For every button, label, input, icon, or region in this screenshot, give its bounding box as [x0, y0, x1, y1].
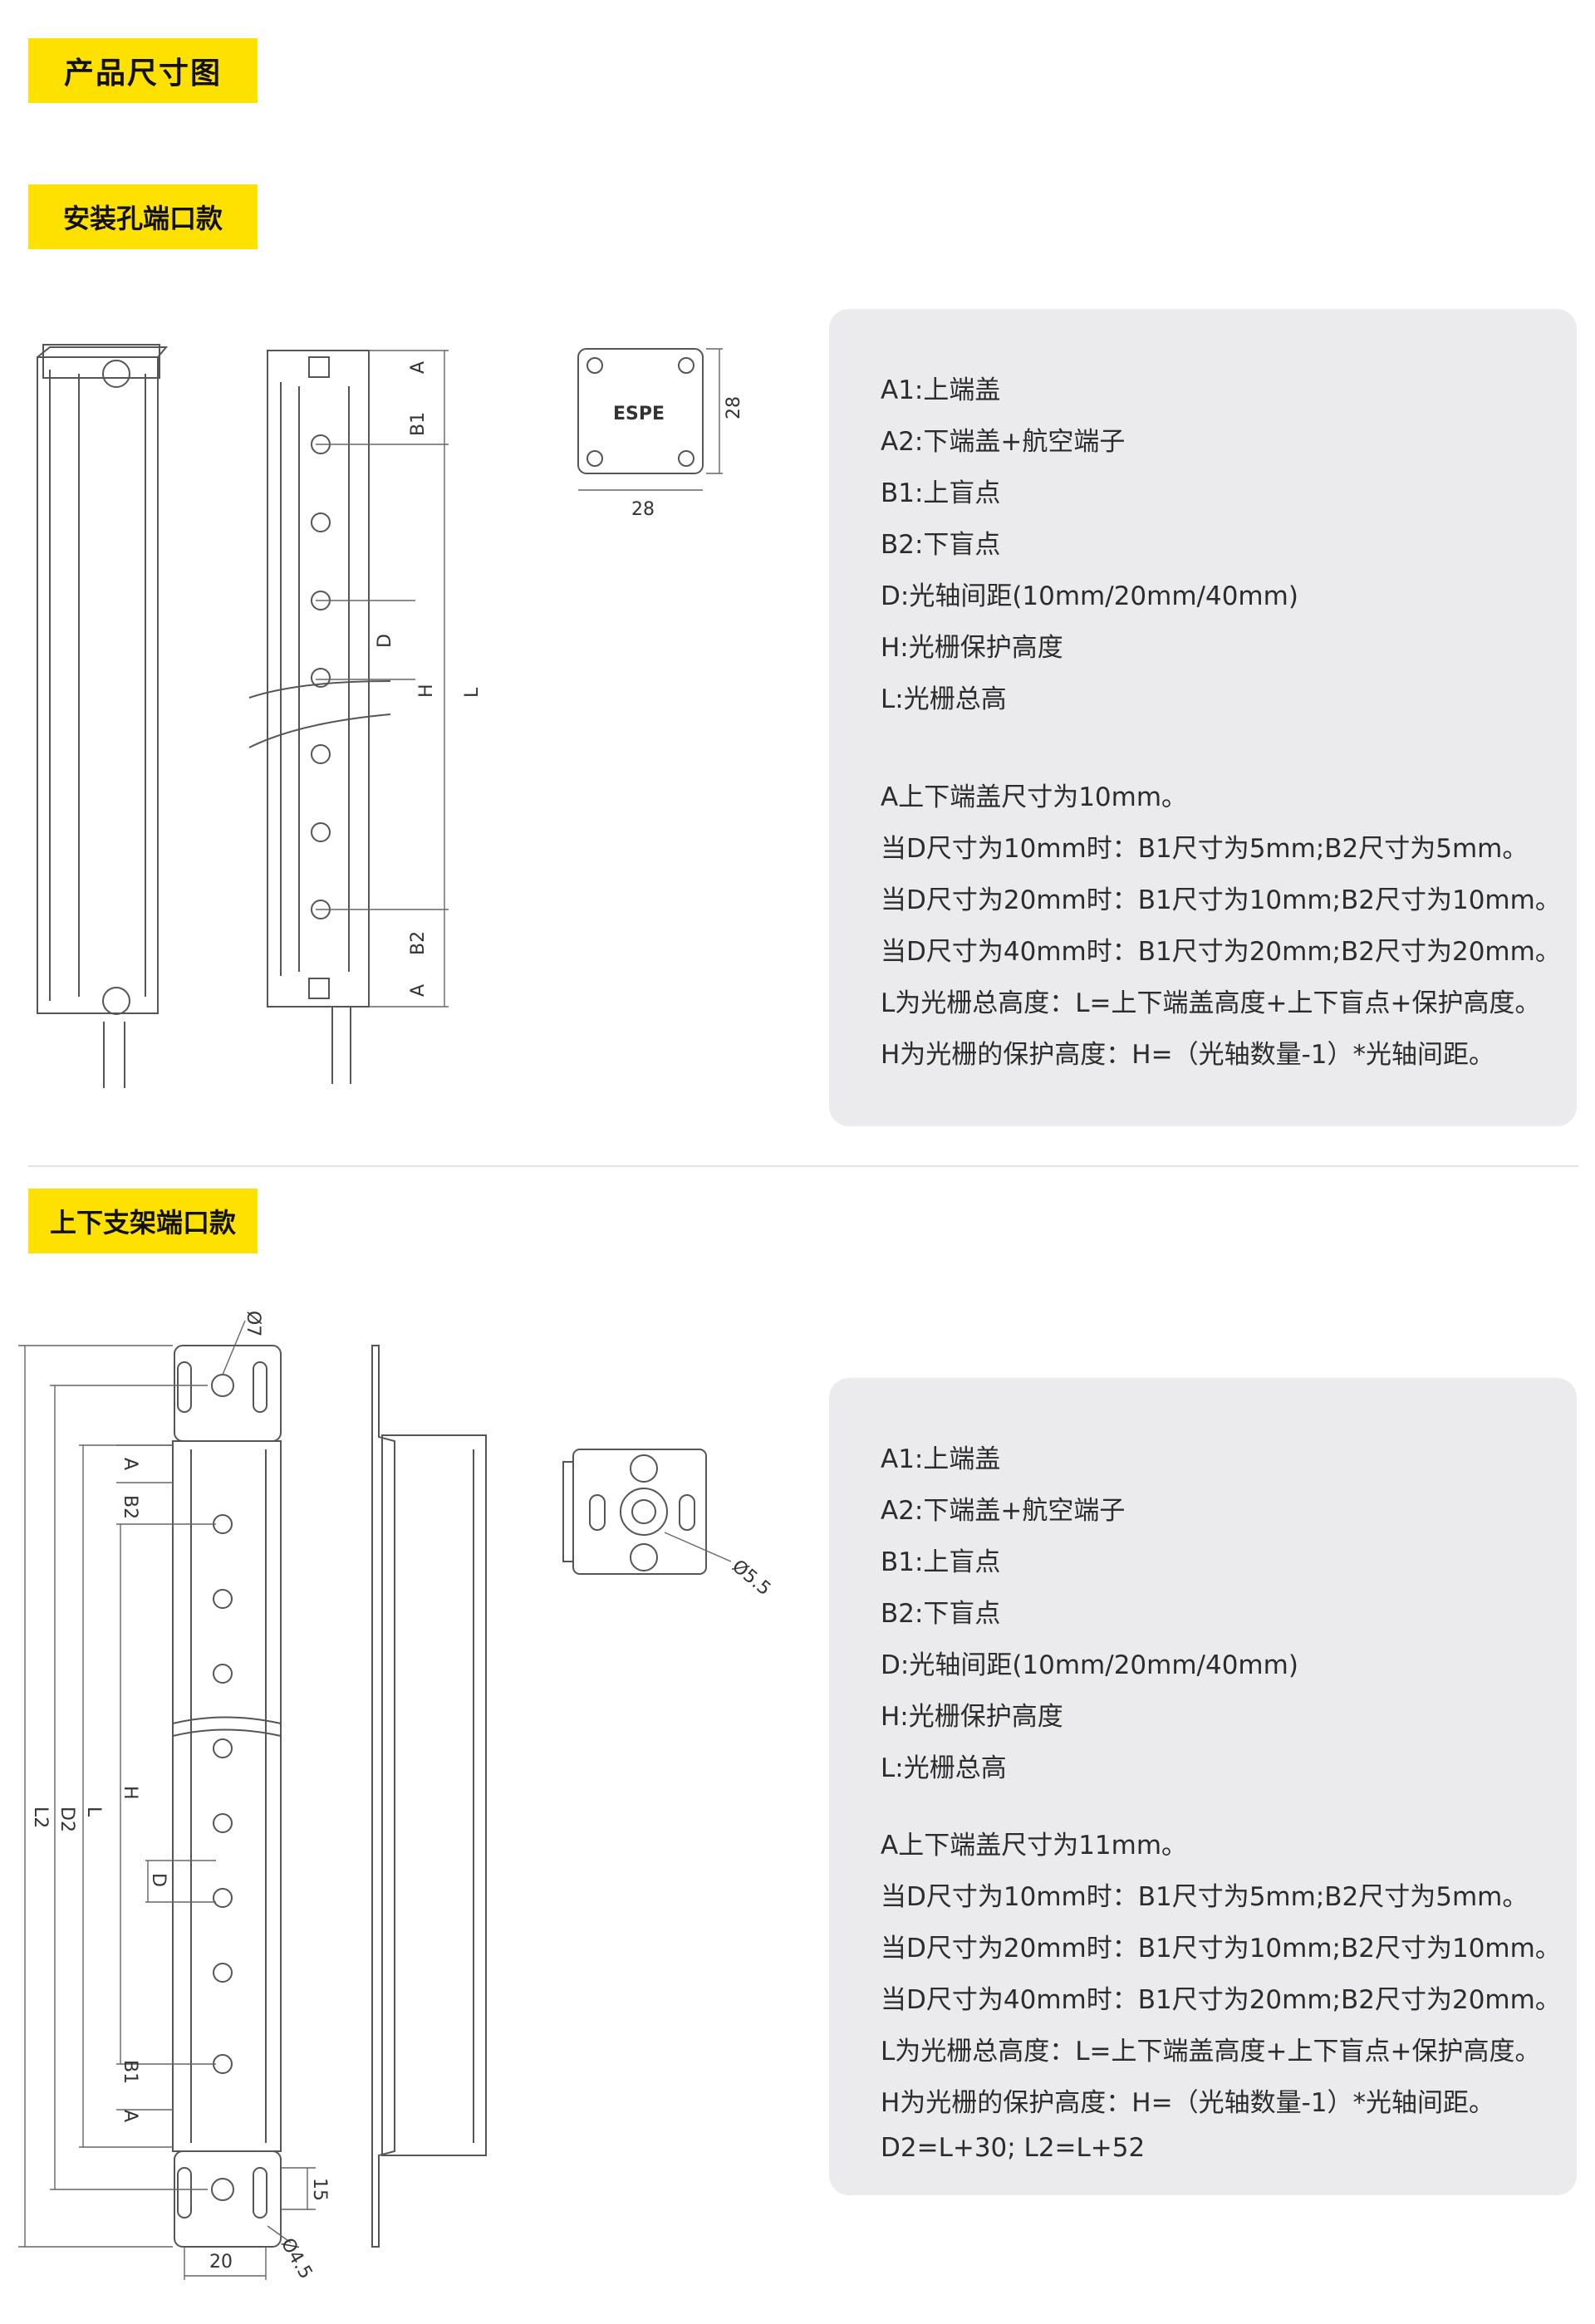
dim-label-height-15: 15 — [309, 2178, 330, 2201]
dim-label-dia-side: Ø5.5 — [728, 1556, 774, 1600]
note-item: 当D尺寸为20mm时：B1尺寸为10mm;B2尺寸为10mm。 — [881, 885, 1561, 915]
section-divider — [28, 1165, 1578, 1167]
note-item: D2=L+30; L2=L+52 — [881, 2133, 1146, 2163]
section-tag-bracket: 上下支架端口款 — [28, 1189, 258, 1253]
emitter-dot — [213, 1963, 233, 1983]
emitter-dot — [213, 1813, 233, 1833]
dim-label-dia-bottom: Ø4.5 — [277, 2235, 317, 2283]
note-item: A上下端盖尺寸为10mm。 — [881, 782, 1188, 812]
bracket-side-view — [371, 1345, 487, 2248]
bracket-top-view — [562, 1449, 732, 1575]
dim-label-h-bracket: H — [120, 1786, 140, 1800]
legend-item: D:光轴间距(10mm/20mm/40mm) — [881, 1650, 1298, 1680]
dim-label-l2: L2 — [30, 1807, 51, 1828]
note-item: H为光栅的保护高度：H=（光轴数量-1）*光轴间距。 — [881, 1040, 1495, 1070]
note-item: 当D尺寸为40mm时：B1尺寸为20mm;B2尺寸为20mm。 — [881, 937, 1561, 967]
dim-label-dia-top: Ø7 — [243, 1311, 263, 1336]
note-item: L为光栅总高度：L=上下端盖高度+上下盲点+保护高度。 — [881, 988, 1541, 1018]
top-view-width: 28 — [631, 499, 655, 520]
dim-label-l: L — [462, 687, 483, 698]
legend-item: B1:上盲点 — [881, 478, 1001, 508]
dim-label-b1: B1 — [408, 412, 429, 436]
legend-item: A2:下端盖+航空端子 — [881, 427, 1126, 457]
front-view — [248, 350, 449, 1084]
legend-item: B1:上盲点 — [881, 1547, 1001, 1577]
emitter-dot — [213, 1738, 233, 1758]
note-item: 当D尺寸为40mm时：B1尺寸为20mm;B2尺寸为20mm。 — [881, 1985, 1561, 2015]
emitter-dot — [311, 744, 331, 764]
legend-item: L:光栅总高 — [881, 684, 1007, 714]
top-view-height: 28 — [724, 396, 744, 419]
espe-logo: ESPE — [613, 404, 665, 424]
dim-label-a-top-bracket: A — [120, 1458, 140, 1470]
note-item: 当D尺寸为20mm时：B1尺寸为10mm;B2尺寸为10mm。 — [881, 1934, 1561, 1964]
legend-item: A1:上端盖 — [881, 375, 1001, 405]
emitter-dot — [213, 1888, 233, 1908]
dim-label-width-20: 20 — [209, 2252, 233, 2273]
top-view — [577, 348, 723, 491]
legend-item: H:光栅保护高度 — [881, 1702, 1063, 1732]
emitter-dot — [213, 2054, 233, 2074]
note-item: L为光栅总高度：L=上下端盖高度+上下盲点+保护高度。 — [881, 2037, 1541, 2067]
dim-label-d: D — [375, 634, 395, 648]
dim-label-a-bottom-bracket: A — [120, 2110, 140, 2122]
emitter-dot — [311, 822, 331, 842]
legend-item: L:光栅总高 — [881, 1753, 1007, 1783]
note-item: 当D尺寸为10mm时：B1尺寸为5mm;B2尺寸为5mm。 — [881, 834, 1529, 864]
dim-label-b1-bracket: B1 — [120, 2060, 140, 2084]
bracket-front-view — [18, 1320, 316, 2280]
dim-label-a-bottom: A — [408, 984, 429, 997]
perspective-view — [37, 344, 169, 1088]
dim-label-d2: D2 — [56, 1807, 77, 1832]
spec-panel-section1: A1:上端盖 A2:下端盖+航空端子 B1:上盲点 B2:下盲点 D:光轴间距(… — [829, 309, 1577, 1126]
dim-label-h: H — [416, 684, 437, 698]
emitter-dot — [213, 1664, 233, 1684]
legend-item: H:光栅保护高度 — [881, 633, 1063, 663]
dim-label-b2: B2 — [408, 931, 429, 955]
emitter-dot — [311, 512, 331, 532]
legend-item: A2:下端盖+航空端子 — [881, 1496, 1126, 1526]
note-item: 当D尺寸为10mm时：B1尺寸为5mm;B2尺寸为5mm。 — [881, 1882, 1529, 1912]
emitter-dot — [311, 668, 331, 688]
dim-label-b2-bracket: B2 — [120, 1495, 140, 1519]
page-title: 产品尺寸图 — [28, 38, 258, 103]
emitter-dot — [213, 1589, 233, 1609]
spec-panel-section2: A1:上端盖 A2:下端盖+航空端子 B1:上盲点 B2:下盲点 D:光轴间距(… — [829, 1378, 1577, 2195]
legend-item: D:光轴间距(10mm/20mm/40mm) — [881, 581, 1298, 611]
legend-item: B2:下盲点 — [881, 530, 1001, 560]
dim-label-a-top: A — [408, 361, 429, 374]
dim-label-d-bracket: D — [148, 1873, 169, 1887]
dim-label-l-bracket: L — [83, 1807, 104, 1817]
legend-item: A1:上端盖 — [881, 1444, 1001, 1474]
note-item: H为光栅的保护高度：H=（光轴数量-1）*光轴间距。 — [881, 2088, 1495, 2118]
note-item: A上下端盖尺寸为11mm。 — [881, 1831, 1188, 1861]
legend-item: B2:下盲点 — [881, 1599, 1001, 1629]
emitter-dot — [213, 1514, 233, 1534]
section-tag-mounting-hole: 安装孔端口款 — [28, 184, 258, 249]
